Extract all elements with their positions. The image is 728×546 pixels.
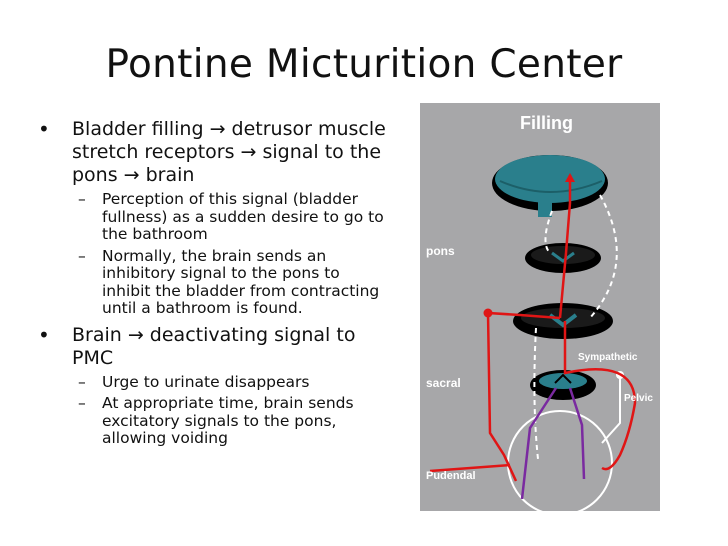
bladder-outline xyxy=(507,410,613,516)
afferent-pathway xyxy=(558,175,572,319)
label-sacral: sacral xyxy=(426,376,461,390)
figure-title: Filling xyxy=(520,113,573,133)
bullet-list: Bladder filling → detrusor muscle stretc… xyxy=(36,118,386,452)
slide-title: Pontine Micturition Center xyxy=(105,42,623,87)
micturition-diagram: Filling xyxy=(420,103,660,516)
diagram-svg: Filling xyxy=(426,113,653,516)
efferent-pathway xyxy=(520,387,558,500)
bullet-2: Brain → deactivating signal to PMC xyxy=(36,324,386,370)
bullet-1: Bladder filling → detrusor muscle stretc… xyxy=(36,118,386,187)
label-pelvic: Pelvic xyxy=(624,393,653,404)
bullet-2-sub-1: Urge to urinate disappears xyxy=(36,373,386,392)
label-sympathetic: Sympathetic xyxy=(578,352,638,363)
bullet-1-sub-2: Normally, the brain sends an inhibitory … xyxy=(36,247,386,318)
brain-section xyxy=(492,155,608,217)
bullet-1-sub-1: Perception of this signal (bladder fulln… xyxy=(36,190,386,244)
label-pons: pons xyxy=(426,244,455,258)
bullet-2-sub-2: At appropriate time, brain sends excitat… xyxy=(36,394,386,448)
pons-section-upper xyxy=(525,243,601,273)
label-pudendal: Pudendal xyxy=(426,470,476,482)
sacral-cord-section xyxy=(530,370,596,400)
